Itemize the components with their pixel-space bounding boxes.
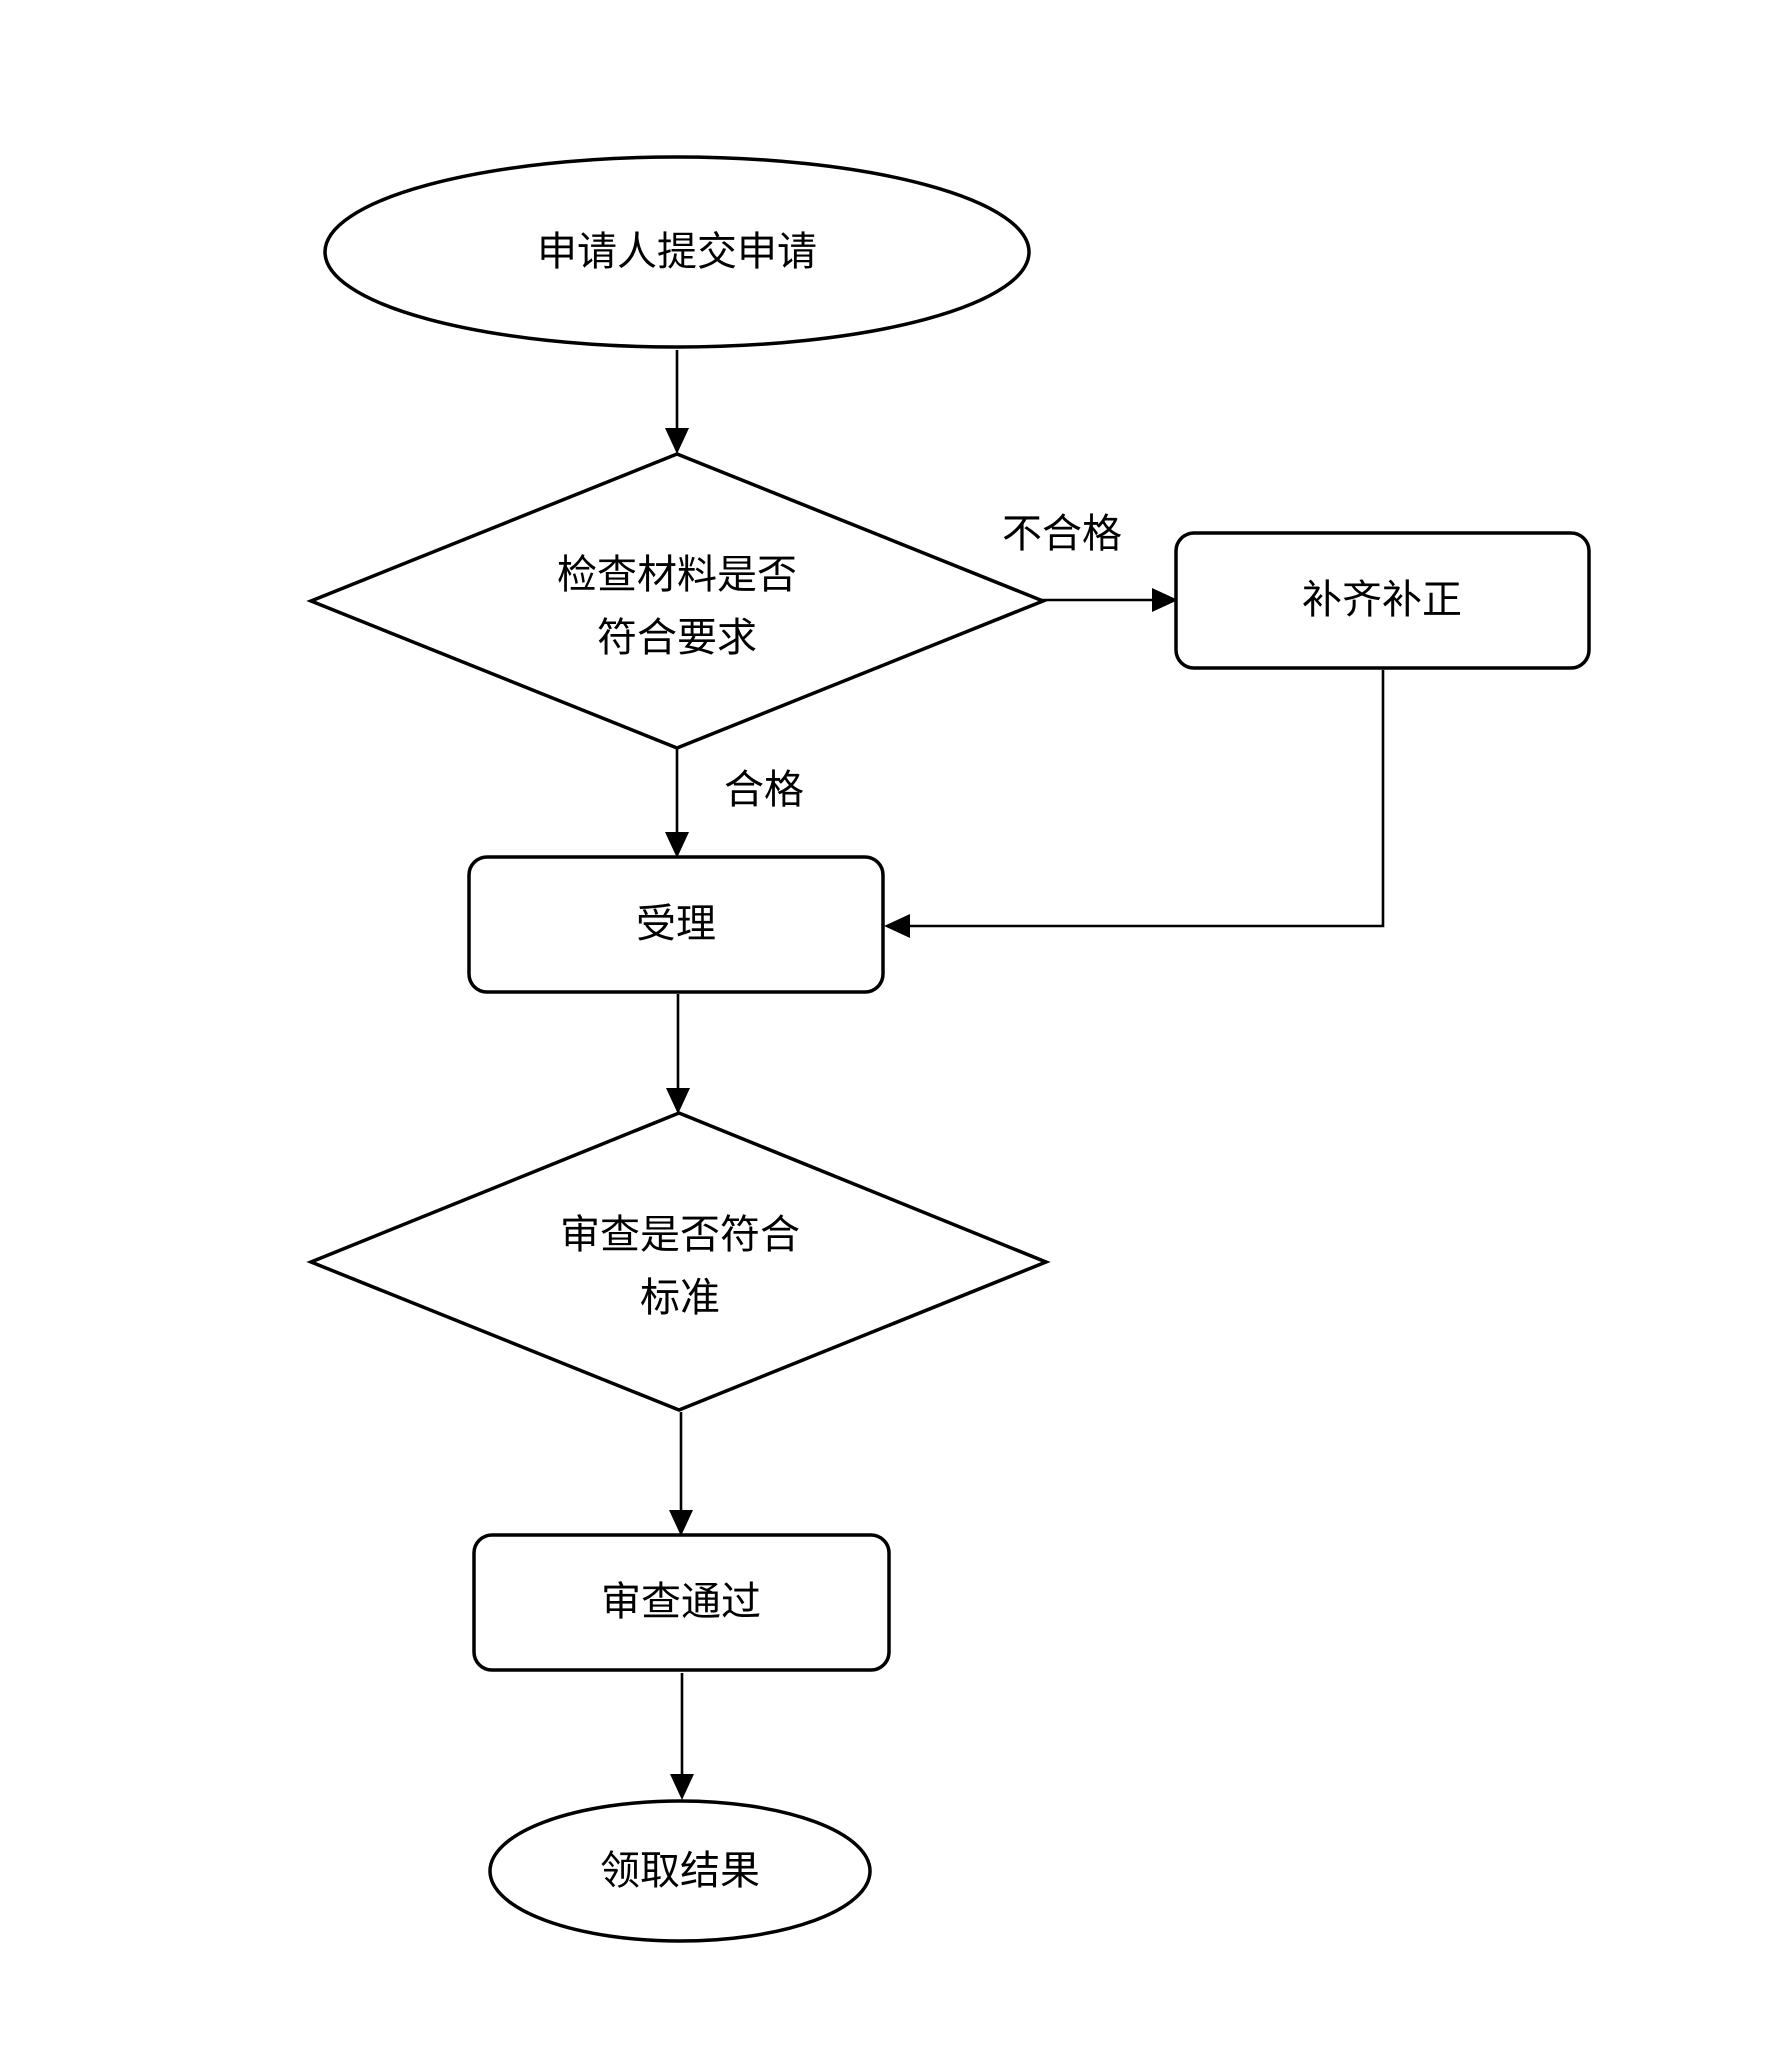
node-start: 申请人提交申请 xyxy=(323,155,1031,349)
check-materials-label-line1: 检查材料是否 xyxy=(557,552,797,598)
node-check-materials: 检查材料是否 符合要求 xyxy=(306,452,1048,750)
node-review-passed: 审查通过 xyxy=(472,1533,891,1672)
start-ellipse xyxy=(323,155,1031,349)
node-accept: 受理 xyxy=(467,855,885,994)
node-review-standard: 审查是否符合 标准 xyxy=(306,1111,1051,1412)
check-materials-label-line2: 符合要求 xyxy=(597,615,757,661)
review-passed-box xyxy=(472,1533,891,1672)
accept-box xyxy=(467,855,885,994)
accept-label: 受理 xyxy=(636,901,716,947)
review-standard-label-line2: 标准 xyxy=(640,1275,720,1321)
edge-accept-to-review xyxy=(666,994,690,1114)
edge-start-to-check xyxy=(665,350,689,454)
edge-check-to-accept xyxy=(665,748,689,858)
node-collect-result: 领取结果 xyxy=(488,1799,872,1943)
review-standard-label-line1: 审查是否符合 xyxy=(560,1212,800,1258)
review-passed-label: 审查通过 xyxy=(601,1579,761,1625)
check-materials-diamond xyxy=(306,452,1048,750)
edge-review-to-passed xyxy=(669,1412,693,1536)
collect-result-ellipse xyxy=(488,1799,872,1943)
edge-supplement-to-accept xyxy=(884,670,1385,938)
edge-label-fail: 不合格 xyxy=(1002,511,1122,557)
edge-label-pass: 合格 xyxy=(724,767,804,813)
supplement-label: 补齐补正 xyxy=(1302,577,1462,623)
supplement-box xyxy=(1174,531,1591,670)
edge-check-to-supplement xyxy=(1042,588,1178,612)
collect-result-label: 领取结果 xyxy=(600,1848,760,1894)
review-standard-diamond xyxy=(306,1111,1051,1412)
edge-passed-to-result xyxy=(670,1673,694,1800)
start-label: 申请人提交申请 xyxy=(537,229,817,275)
node-supplement: 补齐补正 xyxy=(1174,531,1591,670)
